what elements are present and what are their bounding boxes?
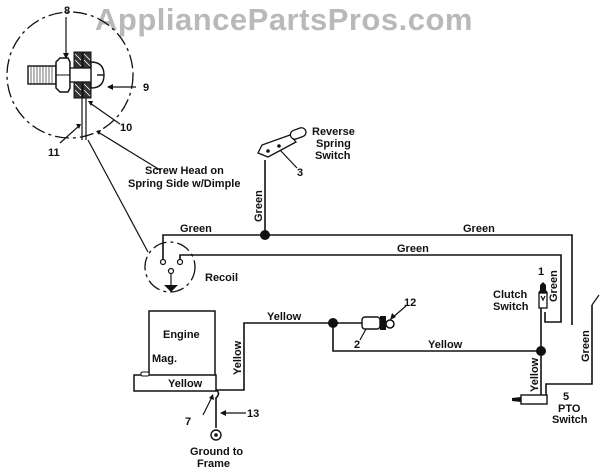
detail-inset: 8 9 10 11 Screw Head on Spring Side w/Di… bbox=[6, 5, 240, 190]
reverse-label-3: Switch bbox=[315, 150, 351, 162]
wire-label-green-second: Green bbox=[397, 243, 429, 255]
arrow-7 bbox=[209, 394, 214, 400]
arrow-9 bbox=[107, 84, 113, 90]
wire-label-green-reverse: Green bbox=[253, 190, 265, 222]
recoil-circle bbox=[144, 241, 196, 293]
clutch-label-1: Clutch bbox=[493, 289, 528, 301]
connector-body bbox=[361, 316, 381, 330]
engine-block bbox=[148, 310, 216, 377]
ground-symbol-icon bbox=[164, 285, 178, 292]
pto-switch-body bbox=[520, 394, 548, 405]
ground-label-1: Ground to bbox=[190, 446, 243, 458]
arrow-13 bbox=[220, 410, 226, 416]
arrow-screw-head bbox=[96, 130, 101, 135]
callout-5: 5 bbox=[563, 391, 569, 403]
inline-connector: 2 12 bbox=[354, 297, 416, 351]
callout-10: 10 bbox=[120, 122, 132, 134]
engine-label: Engine bbox=[163, 329, 200, 341]
yellow-wire-lower bbox=[332, 323, 541, 352]
recoil-terminal-left bbox=[159, 258, 167, 266]
reverse-spring-switch: 3 Reverse Spring Switch bbox=[257, 126, 355, 179]
callout-7: 7 bbox=[185, 416, 191, 428]
recoil-terminal-ground bbox=[167, 267, 175, 275]
mag-label: Mag. bbox=[152, 353, 177, 365]
screw-head-label-1: Screw Head on bbox=[145, 165, 224, 177]
callout-11: 11 bbox=[48, 147, 60, 159]
reverse-switch-tab bbox=[289, 127, 307, 140]
wire-label-yellow-lower: Yellow bbox=[428, 339, 463, 351]
green-wire-second bbox=[179, 254, 562, 323]
washer-hatch bbox=[74, 53, 91, 97]
arrow-10 bbox=[88, 101, 93, 106]
connector-tip bbox=[385, 319, 395, 329]
wire-label-green-top-right: Green bbox=[463, 223, 495, 235]
recoil-connector: Recoil bbox=[144, 241, 238, 293]
wire-label-yellow-mag: Yellow bbox=[168, 378, 203, 390]
reverse-label-2: Spring bbox=[316, 138, 351, 150]
pto-label-1: PTO bbox=[558, 403, 581, 415]
magneto-terminal bbox=[140, 371, 150, 377]
clutch-switch: 1 Clutch Switch bbox=[493, 266, 548, 313]
green-wire-pto bbox=[545, 305, 593, 395]
arrow-11 bbox=[76, 124, 81, 129]
wire-label-green-pto: Green bbox=[580, 330, 592, 362]
watermark: AppliancePartsPros.com bbox=[95, 2, 473, 37]
ground-label-2: Frame bbox=[197, 458, 230, 470]
ground-wire bbox=[215, 389, 220, 428]
magneto-base bbox=[133, 374, 217, 392]
bolt-threads bbox=[30, 66, 53, 84]
callout-9: 9 bbox=[143, 82, 149, 94]
wire-label-yellow-pto: Yellow bbox=[529, 357, 541, 392]
callout-8: 8 bbox=[64, 5, 70, 17]
reverse-switch-hole-2 bbox=[277, 144, 281, 148]
leader-10 bbox=[89, 102, 121, 125]
clutch-switch-mark bbox=[540, 295, 546, 302]
clutch-label-2: Switch bbox=[493, 301, 529, 313]
wire-label-yellow-engine-top: Yellow bbox=[267, 311, 302, 323]
pto-switch-plunger bbox=[512, 397, 521, 402]
leader-screw-head bbox=[97, 131, 161, 171]
clutch-switch-plunger bbox=[538, 282, 548, 293]
ground-terminal-center bbox=[214, 433, 218, 437]
green-wire-top bbox=[162, 234, 573, 325]
recoil-terminal-right bbox=[176, 258, 184, 266]
reverse-label-1: Reverse bbox=[312, 126, 355, 138]
connector-collar bbox=[380, 316, 386, 330]
screw-head-label-2: Spring Side w/Dimple bbox=[128, 178, 240, 190]
callout-2: 2 bbox=[354, 339, 360, 351]
reverse-switch-hole-1 bbox=[266, 149, 270, 153]
callout-3: 3 bbox=[297, 167, 303, 179]
recoil-label: Recoil bbox=[205, 272, 238, 284]
green-wire-pto-exit bbox=[591, 294, 600, 306]
leader-2 bbox=[359, 328, 367, 341]
wire-label-green-top-left: Green bbox=[180, 223, 212, 235]
yellow-wire-engine bbox=[213, 322, 333, 391]
wire-label-green-clutch: Green bbox=[548, 270, 560, 302]
callout-12: 12 bbox=[404, 297, 416, 309]
leader-3 bbox=[279, 149, 298, 169]
washer-top-right bbox=[82, 51, 92, 69]
engine: Engine Mag. Yellow Ground to Frame 7 13 bbox=[133, 310, 259, 470]
arrow-8 bbox=[63, 53, 69, 59]
washer-bottom-left bbox=[73, 81, 83, 99]
arrow-12 bbox=[390, 313, 396, 320]
callout-1: 1 bbox=[538, 266, 544, 278]
callout-13: 13 bbox=[247, 408, 259, 420]
washer-top-left bbox=[73, 51, 83, 69]
detail-circle bbox=[6, 11, 134, 139]
leader-11 bbox=[59, 124, 81, 144]
reverse-switch-body bbox=[257, 134, 298, 158]
washer-bottom-right bbox=[82, 81, 92, 99]
pto-switch: 5 PTO Switch bbox=[512, 391, 588, 426]
pto-label-2: Switch bbox=[552, 414, 588, 426]
detail-to-recoil-leader bbox=[87, 139, 149, 253]
wire-label-yellow-engine-vertical: Yellow bbox=[232, 340, 244, 375]
leader-7 bbox=[202, 396, 213, 416]
